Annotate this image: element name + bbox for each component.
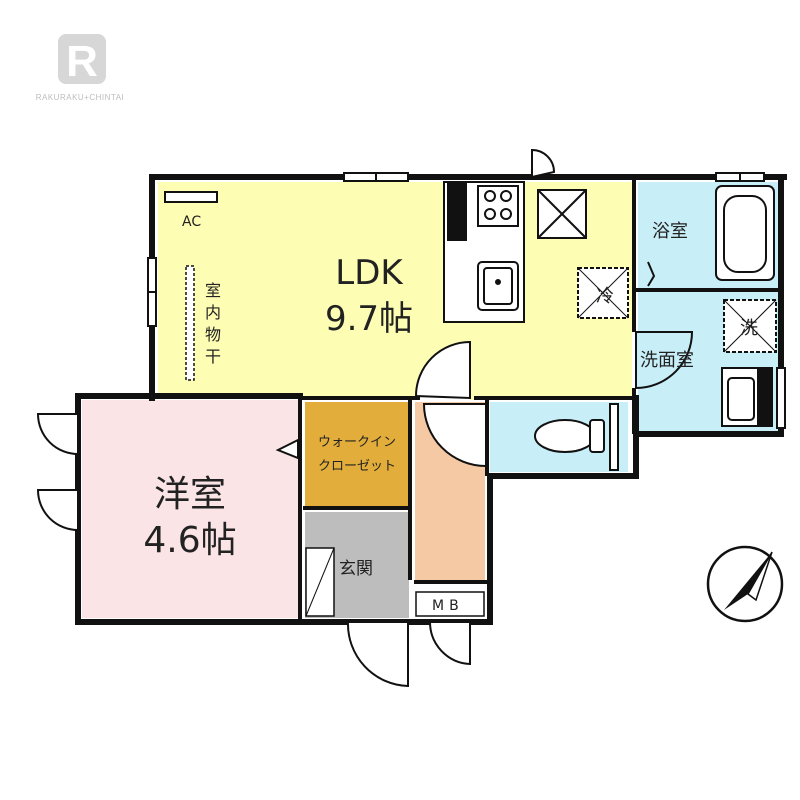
window-toilet bbox=[609, 403, 619, 471]
doors bbox=[36, 148, 694, 688]
drying-rod-icon bbox=[185, 265, 195, 381]
western-room bbox=[82, 400, 300, 618]
kitchen-counter bbox=[443, 181, 525, 323]
windows bbox=[147, 172, 786, 471]
door-western-2 bbox=[36, 489, 79, 532]
interior-walls bbox=[298, 180, 781, 622]
entrance-label: 玄関 bbox=[339, 559, 373, 579]
washroom-label: 洗面室 bbox=[640, 350, 694, 371]
door-washroom bbox=[635, 331, 694, 390]
drying-line-char-3: 物 bbox=[205, 325, 221, 344]
bath-step bbox=[647, 261, 656, 287]
meter-box-label: MB bbox=[432, 598, 464, 614]
door-toilet bbox=[422, 403, 487, 468]
ldk-name: LDK bbox=[335, 253, 404, 293]
western-size: 4.6帖 bbox=[143, 520, 236, 561]
range-hood-icon bbox=[537, 189, 587, 239]
washer-label: 洗 bbox=[740, 318, 758, 339]
drying-line-char-1: 室 bbox=[205, 281, 221, 300]
window-right-washroom bbox=[776, 367, 786, 429]
door-western-1 bbox=[36, 413, 79, 456]
ldk-size: 9.7帖 bbox=[325, 299, 413, 339]
drying-line-label: 室 内 物 干 bbox=[205, 281, 221, 366]
toilet-icon bbox=[534, 419, 605, 453]
logo-letter: R bbox=[66, 37, 98, 86]
wic-label-line1: ウォークイン bbox=[318, 435, 396, 450]
bathtub-icon bbox=[715, 185, 775, 281]
fridge-space: 冷 bbox=[577, 267, 629, 319]
logo-wordmark: RAKURAKU+CHINTAI bbox=[36, 93, 125, 102]
drying-line-char-4: 干 bbox=[205, 347, 221, 366]
fridge-label: 冷 bbox=[596, 286, 614, 307]
drying-line-char-2: 内 bbox=[205, 303, 221, 322]
door-balcony bbox=[531, 148, 556, 179]
door-western-hall bbox=[275, 438, 299, 460]
ac-label: AC bbox=[182, 214, 201, 230]
kitchen-tall-unit bbox=[447, 183, 467, 241]
wic-label-line2: クローゼット bbox=[318, 459, 396, 474]
logo: R RAKURAKU+CHINTAI bbox=[36, 34, 125, 102]
washer-space: 洗 bbox=[723, 299, 777, 353]
wash-basin-icon bbox=[721, 367, 773, 427]
door-entrance bbox=[346, 621, 409, 688]
bath-label: 浴室 bbox=[652, 221, 688, 242]
walk-in-closet bbox=[305, 402, 409, 506]
door-ldk-hall bbox=[414, 340, 471, 400]
north-arrow-icon bbox=[706, 545, 784, 623]
door-mb bbox=[428, 621, 471, 666]
meter-box bbox=[415, 591, 485, 617]
air-conditioner-icon bbox=[164, 191, 218, 203]
western-name: 洋室 bbox=[154, 474, 226, 515]
stove-icon bbox=[477, 185, 519, 227]
